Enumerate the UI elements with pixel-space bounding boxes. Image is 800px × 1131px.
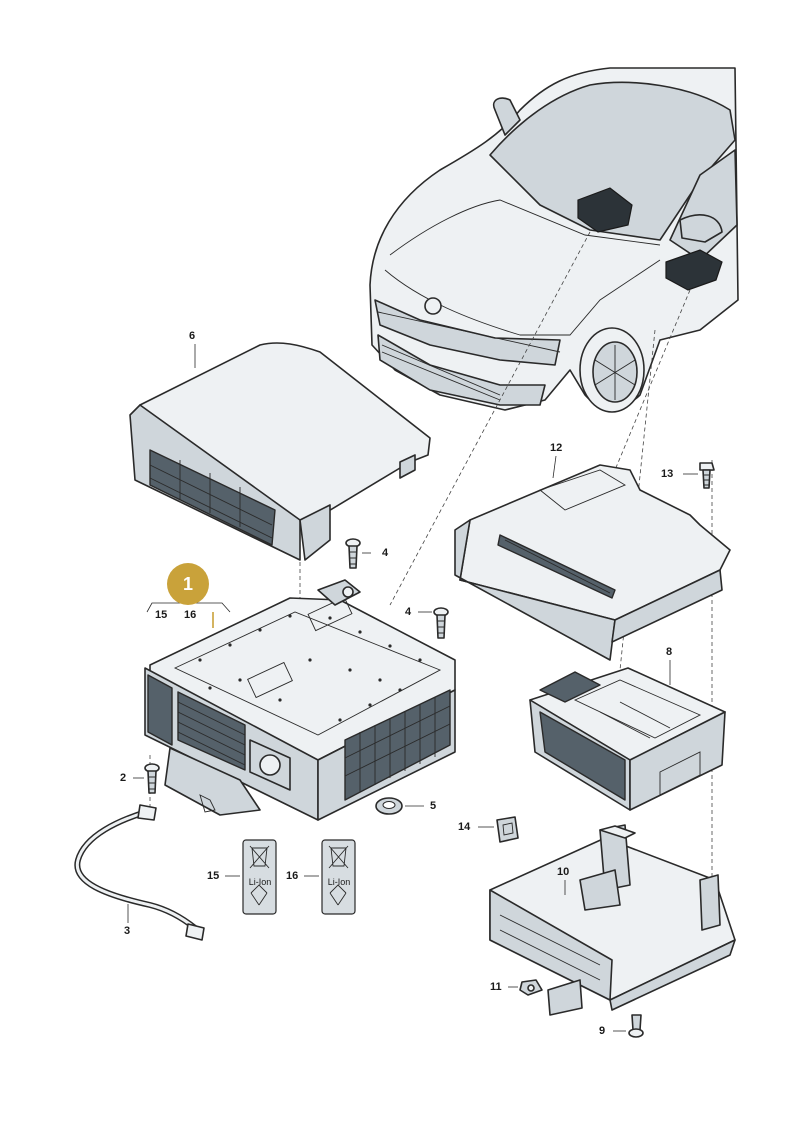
screw-part-4b <box>433 607 449 639</box>
leader-lines <box>127 344 698 1032</box>
callout-13[interactable]: 13 <box>661 468 674 480</box>
clip-part-14 <box>496 816 519 843</box>
callout-15-group[interactable]: 15 <box>155 609 168 621</box>
nut-part-11 <box>519 979 543 996</box>
screw-part-13 <box>699 462 715 489</box>
callout-4-lower[interactable]: 4 <box>405 606 412 618</box>
screw-part-4a <box>345 538 361 569</box>
charger-unit <box>144 579 456 821</box>
callout-4-upper[interactable]: 4 <box>382 547 389 559</box>
sticker-part-15 <box>242 839 277 915</box>
callout-2[interactable]: 2 <box>120 772 127 784</box>
callout-6[interactable]: 6 <box>189 330 196 342</box>
grommet-part-5 <box>375 797 403 815</box>
callout-3[interactable]: 3 <box>124 925 131 937</box>
honeycomb-right <box>344 689 451 801</box>
vehicle-illustration <box>369 67 739 413</box>
group-badge-1[interactable]: 1 <box>167 563 209 605</box>
callout-12[interactable]: 12 <box>550 442 563 454</box>
callout-11[interactable]: 11 <box>490 981 502 993</box>
shield-part-12 <box>454 464 731 661</box>
callout-10[interactable]: 10 <box>557 866 570 878</box>
screw-part-9 <box>628 1014 644 1038</box>
sticker-part-16 <box>321 839 356 915</box>
sticker-16-text: Li-Ion <box>327 877 351 887</box>
bracket-part-10 <box>489 824 736 1016</box>
module-part-8 <box>529 667 726 811</box>
callout-14[interactable]: 14 <box>458 821 471 833</box>
cover-part-6 <box>129 342 431 561</box>
callout-5[interactable]: 5 <box>430 800 437 812</box>
cable-part-3 <box>74 804 205 941</box>
callout-9[interactable]: 9 <box>599 1025 606 1037</box>
callout-15[interactable]: 15 <box>207 870 220 882</box>
sticker-15-text: Li-Ion <box>248 877 272 887</box>
screw-part-2 <box>144 763 160 794</box>
callout-16[interactable]: 16 <box>286 870 299 882</box>
callout-16-group[interactable]: 16 <box>184 609 197 621</box>
callout-8[interactable]: 8 <box>666 646 673 658</box>
